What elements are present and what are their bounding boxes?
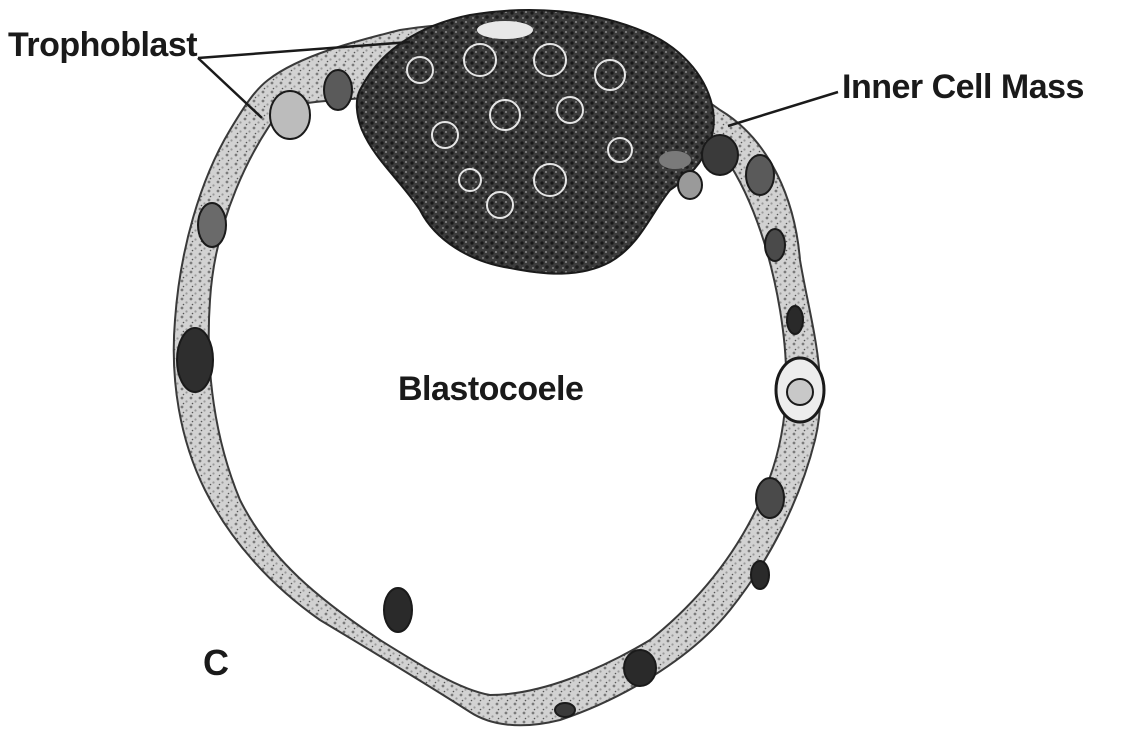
blastocoele-label: Blastocoele xyxy=(398,372,583,406)
panel-letter: C xyxy=(203,645,229,681)
inner-cell-mass-label: Inner Cell Mass xyxy=(842,70,1084,104)
trophoblast-label: Trophoblast xyxy=(8,28,197,62)
inner-cell-mass xyxy=(357,10,714,274)
